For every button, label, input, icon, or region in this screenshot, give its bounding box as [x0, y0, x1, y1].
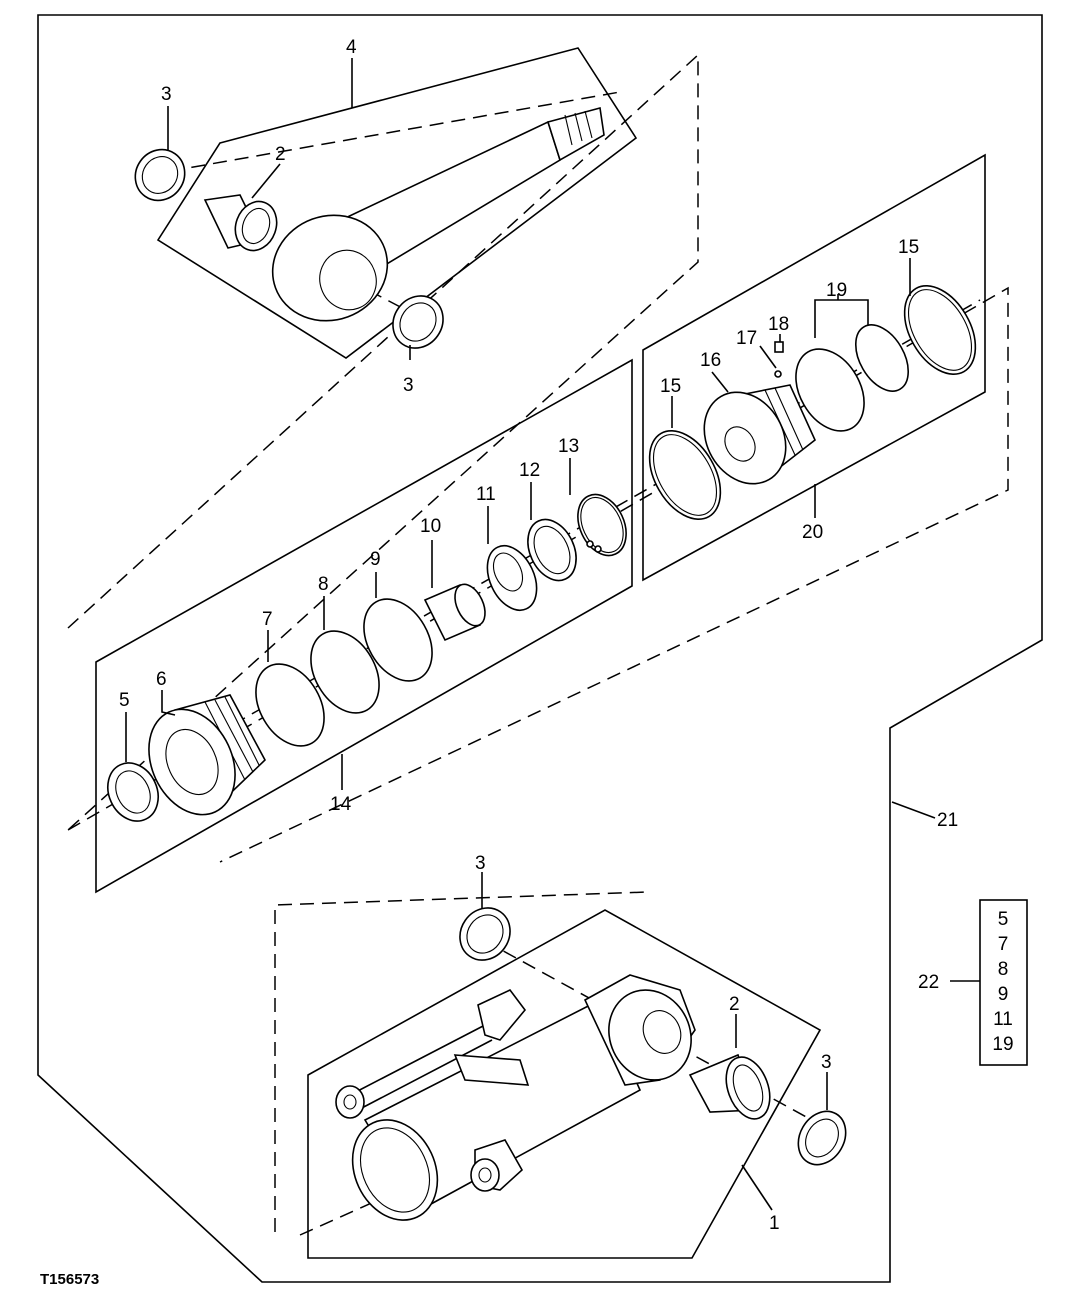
callout-3-barrel-top: 3: [475, 853, 486, 874]
kit-22-item-3: 8: [998, 959, 1009, 980]
callout-4: 4: [346, 37, 357, 58]
callout-9: 9: [370, 549, 381, 570]
kit-22-item-6: 19: [992, 1034, 1013, 1055]
rod-dashed-envelope: [67, 53, 699, 831]
callout-3-rod-top: 3: [161, 84, 172, 105]
wiper-5: [107, 762, 159, 822]
bushing-2-barrel: [688, 1053, 771, 1120]
callout-19: 19: [826, 280, 847, 301]
barrel-axis-2: [299, 1149, 491, 1236]
callout-2-barrel: 2: [729, 994, 740, 1015]
callout-11: 11: [476, 484, 496, 505]
kit-22-box: [979, 899, 1028, 1066]
callout-8: 8: [318, 574, 329, 595]
callout-2-rod: 2: [275, 144, 286, 165]
callout-3-rod-bottom: 3: [403, 375, 414, 396]
piston-16: [703, 384, 816, 485]
barrel-dashed-envelope: [274, 891, 649, 1232]
callout-10: 10: [420, 516, 441, 537]
callout-5: 5: [119, 690, 130, 711]
piston-rod-4: [271, 106, 605, 322]
callout-7: 7: [262, 609, 273, 630]
leader-lines: [125, 58, 980, 1211]
rod-seal-11: [486, 545, 538, 611]
seal-9: [363, 598, 433, 682]
callout-14: 14: [330, 794, 352, 815]
wear-ring-15-right: [903, 285, 977, 375]
cylinder-barrel-1: [335, 974, 696, 1221]
barrel-group-boundary: [307, 909, 822, 1259]
seal-19-b: [854, 324, 910, 392]
head-group-boundary: [95, 358, 633, 894]
rod-group-boundary: [156, 47, 638, 359]
callout-1: 1: [769, 1213, 780, 1234]
callout-22: 22: [918, 972, 939, 993]
callout-6: 6: [156, 669, 167, 690]
piston-group-boundary: [642, 153, 986, 582]
kit-22-item-5: 11: [993, 1009, 1013, 1030]
callout-12: 12: [519, 460, 540, 481]
ball-17: [774, 370, 782, 378]
rod-axis: [147, 91, 621, 176]
backup-ring-8: [310, 630, 380, 714]
wiper-seal-3-barrel-top: [459, 907, 511, 961]
bushing-2-rod: [203, 194, 278, 252]
figure-id: T156573: [40, 1271, 99, 1288]
set-screw-18: [774, 341, 784, 353]
wiper-seal-3-barrel-bottom: [797, 1110, 847, 1166]
wear-ring-15-left: [648, 430, 722, 520]
callout-18: 18: [768, 314, 789, 335]
callout-3-barrel-bottom: 3: [821, 1052, 832, 1073]
cylinder-head-6: [148, 694, 266, 816]
bushing-10: [423, 583, 486, 642]
wiper-seal-3-rod-bottom: [392, 295, 444, 349]
callout-20: 20: [802, 522, 823, 543]
o-ring-7: [255, 663, 325, 747]
kit-22-item-4: 9: [998, 984, 1009, 1005]
callout-21: 21: [937, 810, 958, 831]
ring-12: [527, 518, 577, 582]
callout-17: 17: [736, 328, 757, 349]
assembly-21-boundary: [37, 14, 1043, 1283]
kit-22-item-1: 5: [998, 909, 1009, 930]
head-piston-dashed-envelope: [67, 286, 1009, 863]
callout-15-right: 15: [898, 237, 919, 258]
callout-15-left: 15: [660, 376, 681, 397]
callout-13: 13: [558, 436, 579, 457]
seal-19-a: [795, 348, 865, 432]
kit-22-item-2: 7: [998, 934, 1009, 955]
callout-16: 16: [700, 350, 721, 371]
snap-ring-13: [577, 493, 627, 557]
wiper-seal-3-top: [134, 148, 186, 202]
